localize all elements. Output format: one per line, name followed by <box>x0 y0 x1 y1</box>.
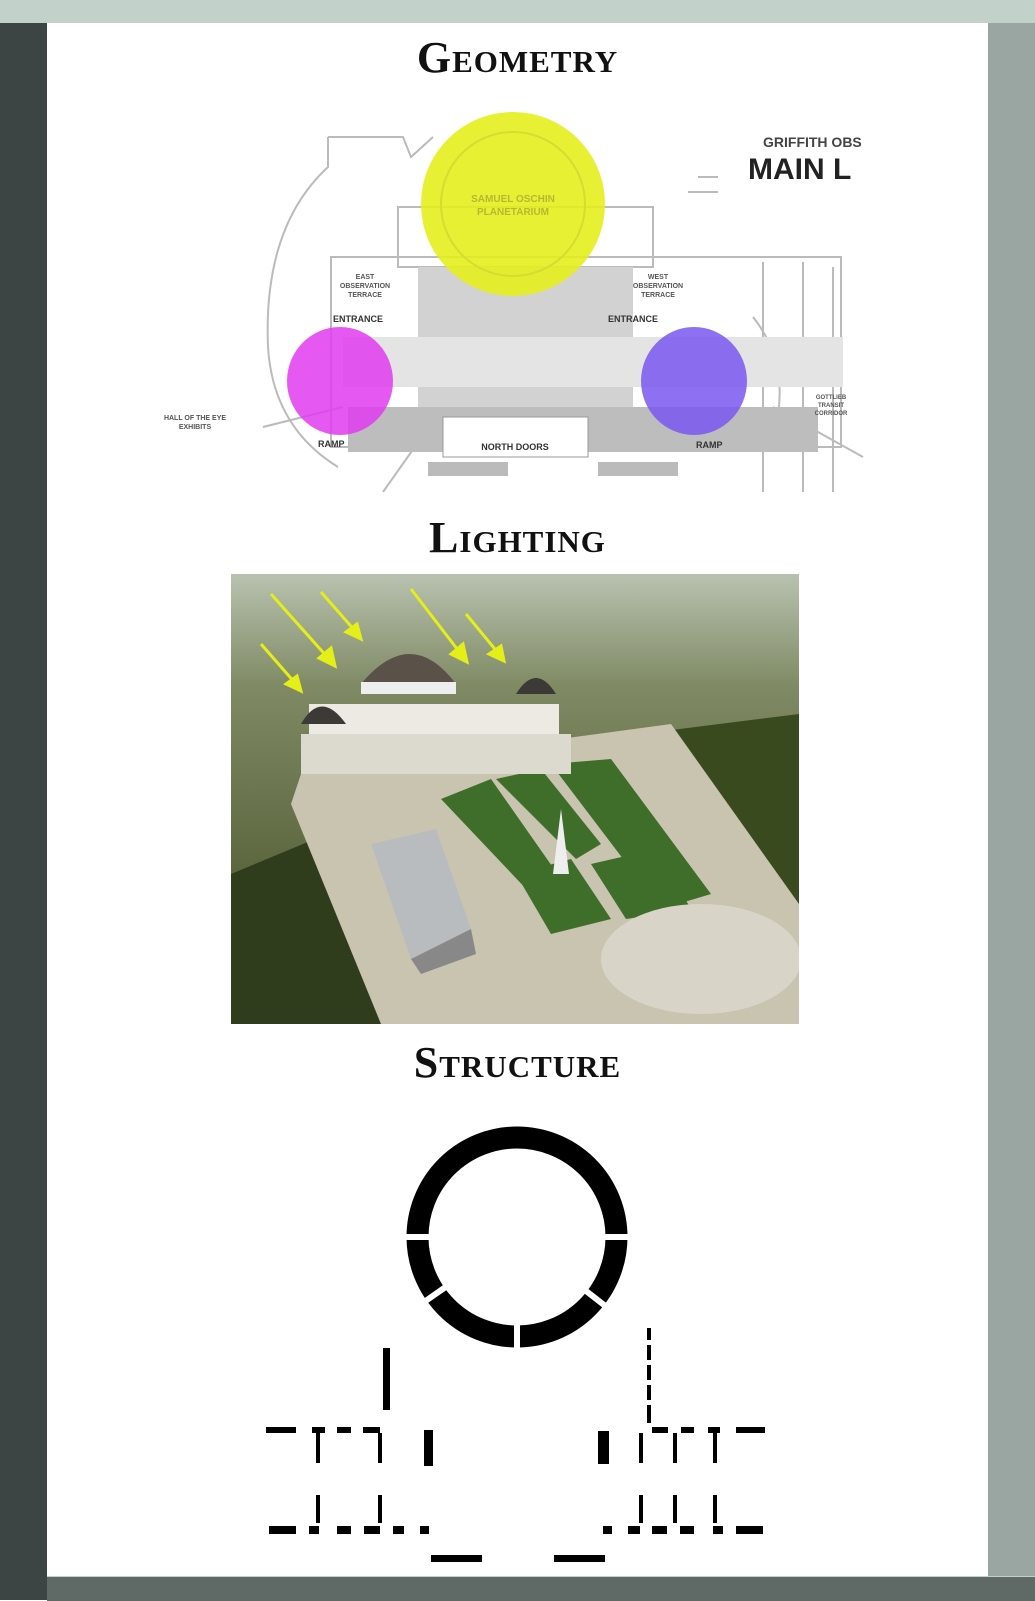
plan-label: ENTRANCE <box>608 314 658 324</box>
wall-segment <box>647 1328 651 1340</box>
aerial-photo <box>231 574 799 1024</box>
wall-segment <box>316 1433 320 1463</box>
plan-label: RAMP <box>318 439 345 449</box>
bottom-border <box>47 1576 1035 1601</box>
wall-segment <box>393 1526 404 1534</box>
wall-segment <box>681 1427 694 1433</box>
wall-segment <box>708 1427 720 1433</box>
plan-header-large: MAIN L <box>748 153 851 186</box>
planetarium-ring <box>406 1126 628 1348</box>
plan-label: TERRACE <box>348 292 382 299</box>
wall-segment <box>309 1526 319 1534</box>
wall-segment <box>363 1427 380 1433</box>
wall-segment <box>736 1427 765 1433</box>
plan-label: NORTH DOORS <box>481 442 549 452</box>
plan-label: CORRIDOR <box>815 411 848 417</box>
annex-roof <box>371 829 471 959</box>
plan-label: GOTTLIEB <box>816 395 847 401</box>
plan-label: EAST <box>356 274 375 281</box>
wall-segment <box>647 1405 651 1423</box>
wall-segment <box>639 1433 643 1463</box>
planetarium-label: PLANETARIUM <box>477 207 549 218</box>
wall-segment <box>647 1365 651 1380</box>
wall-segment <box>269 1526 296 1534</box>
planetarium-dome <box>361 654 456 684</box>
ring-opening <box>582 1286 610 1311</box>
left-border <box>0 23 47 1600</box>
wall-segment <box>639 1495 643 1523</box>
wall-segment <box>266 1427 296 1433</box>
west-highlight <box>641 327 747 435</box>
wall-segment <box>383 1348 390 1410</box>
wall-segment <box>364 1526 380 1534</box>
plan-label: TRANSIT <box>818 403 844 409</box>
right-border <box>988 23 1035 1576</box>
wall-segment <box>713 1495 717 1523</box>
wall-segment <box>652 1526 667 1534</box>
section-title-structure: Structure <box>413 1038 622 1087</box>
wall-segment <box>628 1526 640 1534</box>
wall-segment <box>378 1495 382 1523</box>
wall-segment <box>647 1345 651 1360</box>
wall-segment <box>736 1526 763 1534</box>
wall-segment <box>598 1431 609 1464</box>
plan-label: RAMP <box>696 440 723 450</box>
wall-segment <box>420 1526 429 1534</box>
wall-segment <box>378 1433 382 1463</box>
ring-opening <box>421 1283 450 1306</box>
wall-segment <box>424 1430 433 1466</box>
monument <box>553 809 569 874</box>
plan-header-small: GRIFFITH OBS <box>763 134 862 150</box>
top-border <box>0 0 1035 23</box>
wall-segment <box>673 1495 677 1523</box>
plan-label: HALL OF THE EYE <box>164 415 226 422</box>
planetarium-highlight <box>421 112 605 296</box>
wall-segment <box>673 1433 677 1463</box>
wall-segment <box>652 1427 668 1433</box>
wall-segment <box>713 1526 723 1534</box>
lawn <box>551 759 711 909</box>
wall-segment <box>337 1427 351 1433</box>
plan-label: ENTRANCE <box>333 314 383 324</box>
wall-segment <box>647 1385 651 1400</box>
wall-segment <box>316 1495 320 1523</box>
plan-label: WEST <box>648 274 669 281</box>
wall-segment <box>713 1433 717 1463</box>
planetarium-label: SAMUEL OSCHIN <box>471 194 555 205</box>
plan-label: TERRACE <box>641 292 675 299</box>
section-title-geometry: Geometry <box>416 33 619 82</box>
wall-segment <box>312 1427 325 1433</box>
light-arrows <box>259 588 507 694</box>
east-highlight <box>287 327 393 435</box>
plan-label: OBSERVATION <box>340 283 390 290</box>
wall-segment <box>431 1555 482 1562</box>
section-title-lighting: Lighting <box>429 513 606 562</box>
plan-label: EXHIBITS <box>179 424 212 431</box>
wall-segment <box>554 1555 605 1562</box>
plan-label: OBSERVATION <box>633 283 683 290</box>
wall-segment <box>680 1526 694 1534</box>
floor-plan-image: SAMUEL OSCHIN PLANETARIUM GRIFFITH OBS M… <box>153 107 875 492</box>
wall-segment <box>337 1526 351 1534</box>
wall-segment <box>603 1526 612 1534</box>
